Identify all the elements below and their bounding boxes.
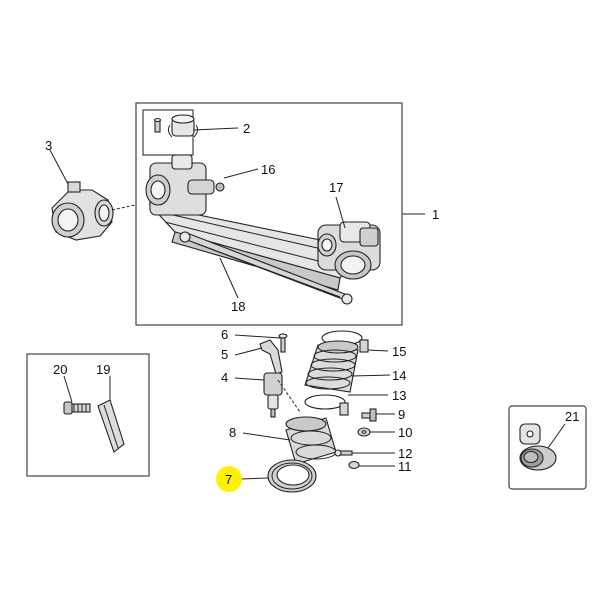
part-injector-4 (263, 372, 301, 418)
callout-17[interactable]: 17 (329, 180, 343, 195)
part-bellows-14 (304, 340, 359, 393)
part-screw-6 (278, 333, 288, 353)
callout-16[interactable]: 16 (261, 162, 275, 177)
callout-18[interactable]: 18 (231, 299, 245, 314)
callout-5[interactable]: 5 (221, 347, 228, 362)
callout-labels: 1 2 3 4 5 6 7 8 9 10 11 12 13 14 15 16 1… (45, 121, 579, 487)
left-inset-frame (26, 353, 150, 477)
callout-13[interactable]: 13 (392, 388, 406, 403)
callout-12[interactable]: 12 (398, 446, 412, 461)
callout-11[interactable]: 11 (398, 459, 412, 474)
part-throttle-housing (51, 181, 136, 241)
callout-7[interactable]: 7 (225, 472, 232, 487)
callout-21[interactable]: 21 (565, 409, 579, 424)
part-gasket-ring-7 (267, 459, 317, 493)
callout-10[interactable]: 10 (398, 425, 412, 440)
part-bolt-9 (361, 408, 377, 422)
callout-3[interactable]: 3 (45, 138, 52, 153)
callout-4[interactable]: 4 (221, 370, 228, 385)
part-linkage-rod (179, 231, 353, 305)
part-screw-12 (334, 449, 353, 457)
part-cap-21 (519, 423, 557, 471)
callout-15[interactable]: 15 (392, 344, 406, 359)
callout-8[interactable]: 8 (229, 425, 236, 440)
leader-lines (49, 127, 566, 480)
part-clamp-13 (304, 394, 349, 416)
callout-9[interactable]: 9 (398, 407, 405, 422)
part-bolt-20 (63, 401, 91, 415)
callout-20[interactable]: 20 (53, 362, 67, 377)
part-strip-19 (97, 399, 125, 453)
callout-14[interactable]: 14 (392, 368, 406, 383)
part-cap-clip (153, 114, 199, 138)
right-inset-frame (508, 405, 587, 490)
part-nut-11 (348, 460, 360, 470)
callout-6[interactable]: 6 (221, 327, 228, 342)
selected-callout-highlight (216, 466, 242, 492)
callout-2[interactable]: 2 (243, 121, 250, 136)
callout-19[interactable]: 19 (96, 362, 110, 377)
part-bracket-5 (259, 339, 283, 375)
part-washer-10 (357, 427, 371, 437)
part-adapter-8 (285, 416, 337, 465)
callout-1[interactable]: 1 (432, 207, 439, 222)
